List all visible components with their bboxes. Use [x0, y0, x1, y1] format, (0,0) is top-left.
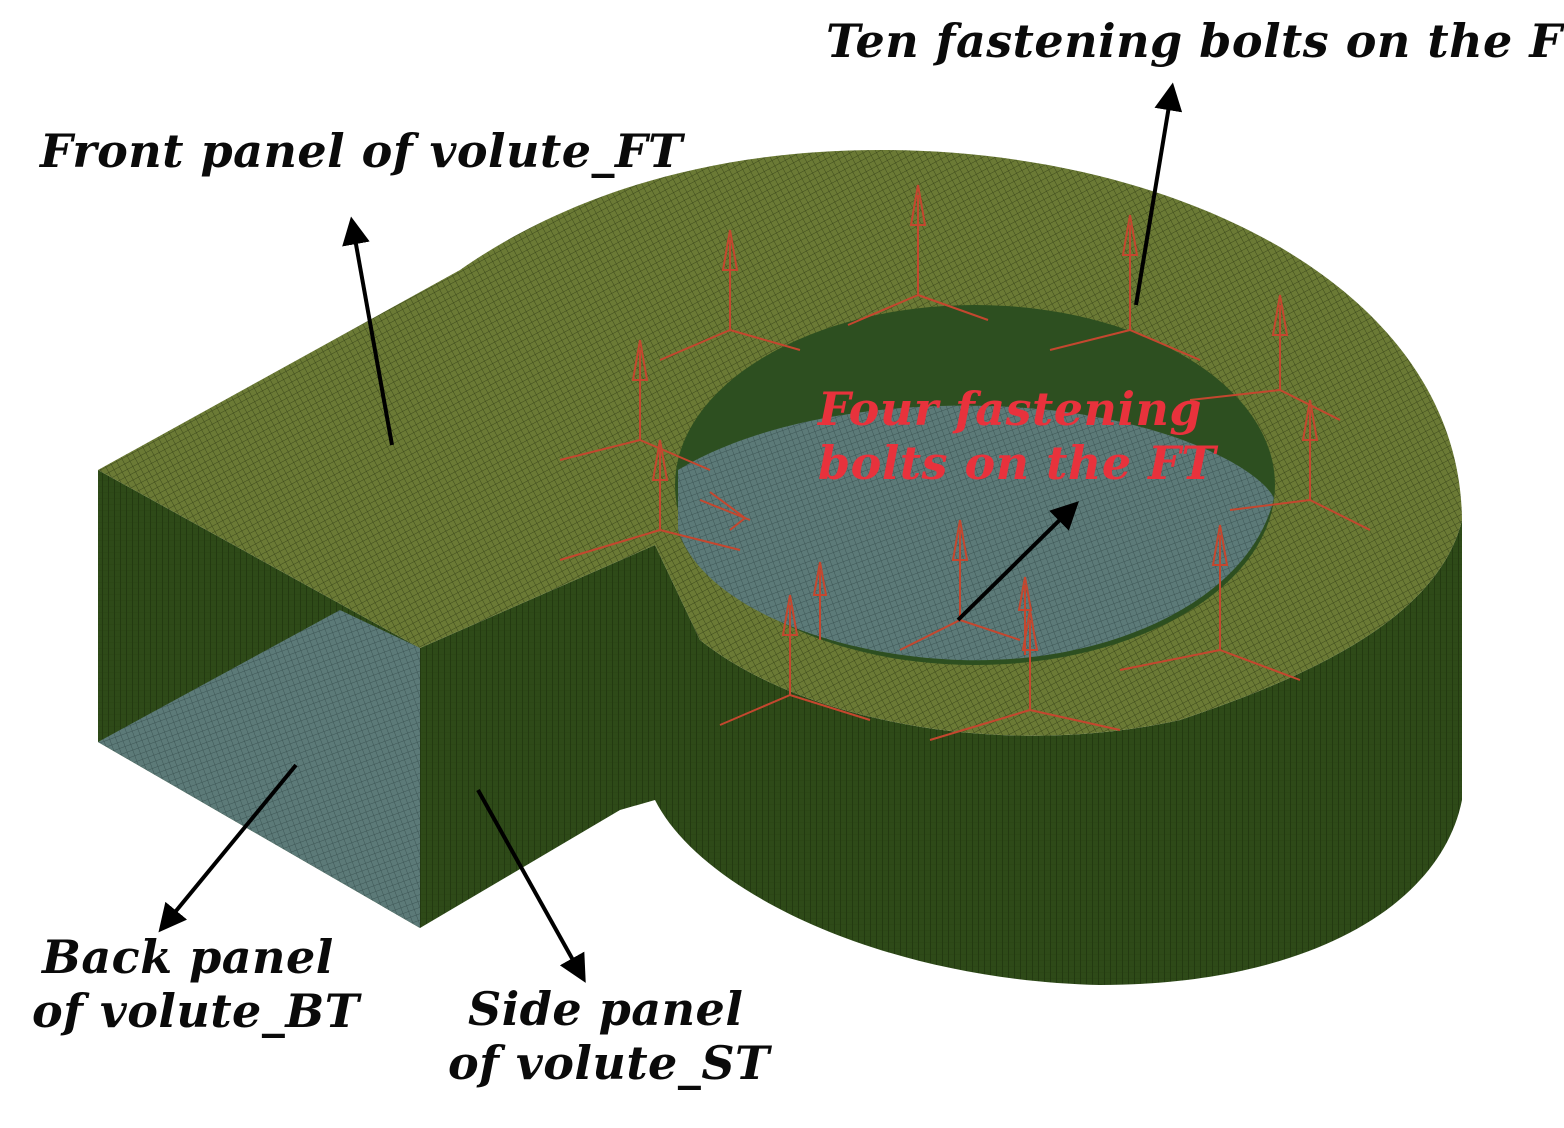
volute-outer-wall: [655, 520, 1462, 985]
label-side-panel-line2: of volute_ST: [448, 1036, 770, 1091]
bolt-marker: [929, 609, 1121, 741]
side-panel-st: [420, 545, 655, 928]
arrow-four-bolts: [956, 501, 1079, 622]
bolt-marker: [847, 184, 989, 326]
bolt-marker: [1119, 524, 1301, 681]
bolt-markers: [559, 184, 1371, 741]
bolt-marker: [899, 519, 1021, 651]
label-back-panel: Back panel of volute_BT: [32, 930, 359, 1039]
bolt-marker: [1229, 399, 1371, 531]
label-side-panel: Side panel of volute_ST: [448, 982, 770, 1091]
bolt-marker: [1189, 294, 1341, 421]
arrow-ten-bolts: [1134, 82, 1183, 306]
back-panel-bt: [98, 610, 420, 928]
inlet-inner-plate: [678, 405, 1274, 661]
bolt-marker: [812, 561, 828, 640]
label-back-panel-line2: of volute_BT: [32, 984, 360, 1039]
arrow-side-panel: [476, 789, 586, 983]
label-four-bolts: Four fastening bolts on the FT: [818, 382, 1216, 491]
arrow-front-panel: [342, 216, 394, 446]
leader-arrows: [158, 82, 1183, 983]
bolt-marker: [559, 439, 741, 561]
label-four-bolts-line2: bolts on the FT: [818, 436, 1216, 491]
bolt-marker: [659, 229, 801, 361]
bolt-marker: [559, 339, 711, 471]
label-front-panel: Front panel of volute_FT: [40, 124, 683, 178]
label-back-panel-line1: Back panel: [42, 930, 334, 984]
bolt-marker: [1049, 214, 1201, 361]
label-ten-bolts: Ten fastening bolts on the FT: [826, 14, 1564, 68]
bolt-marker: [1017, 576, 1033, 655]
arrow-back-panel: [158, 763, 298, 933]
bolt-marker: [699, 491, 751, 531]
label-four-bolts-line1: Four fastening: [818, 382, 1203, 436]
bolt-marker: [719, 594, 871, 726]
label-side-panel-line1: Side panel: [468, 982, 744, 1036]
